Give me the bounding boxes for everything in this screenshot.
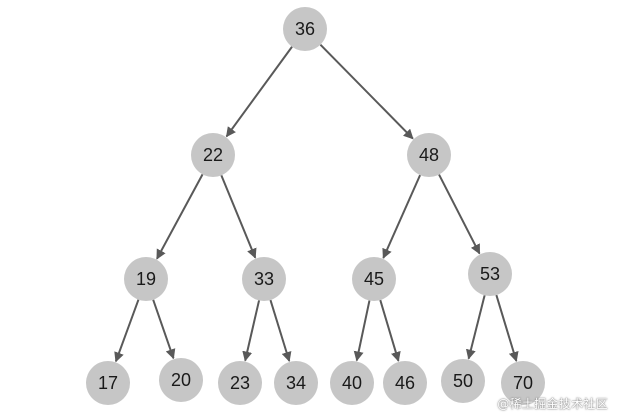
node-label: 50 xyxy=(453,371,473,391)
node-circle xyxy=(159,358,203,402)
nodes-layer: 36 22 48 19 33 45 53 17 20 23 34 40 46 50 70 xyxy=(86,7,545,405)
edge-22-to-33-arrow xyxy=(220,174,257,259)
node-label: 17 xyxy=(98,373,118,393)
edge-19-to-20-arrow xyxy=(152,299,176,360)
node-circle xyxy=(407,133,451,177)
node-circle xyxy=(283,7,327,51)
node-circle xyxy=(86,361,130,405)
edge-19-to-17-arrow xyxy=(114,299,140,363)
node-circle xyxy=(501,361,545,405)
edge-33-to-23-arrow xyxy=(242,300,261,362)
tree-node-70: 70 xyxy=(501,361,545,405)
node-label: 40 xyxy=(342,373,362,393)
tree-node-53: 53 xyxy=(468,252,512,296)
edge-45-to-46-arrow xyxy=(379,299,401,362)
tree-node-19: 19 xyxy=(124,257,168,301)
node-circle xyxy=(242,257,286,301)
tree-node-20: 20 xyxy=(159,358,203,402)
edge-53-to-50-arrow xyxy=(465,295,486,360)
edges-layer xyxy=(114,43,519,363)
node-circle xyxy=(352,257,396,301)
tree-node-46: 46 xyxy=(383,361,427,405)
node-label: 22 xyxy=(203,145,223,165)
node-circle xyxy=(274,361,318,405)
node-label: 70 xyxy=(513,373,533,393)
edge-53-to-70-arrow xyxy=(495,294,519,362)
tree-node-48: 48 xyxy=(407,133,451,177)
node-circle xyxy=(468,252,512,296)
edge-22-to-19-arrow xyxy=(156,173,204,260)
watermark-text: @稀土掘金技术社区 xyxy=(497,397,608,411)
node-circle xyxy=(191,133,235,177)
tree-node-34: 34 xyxy=(274,361,318,405)
edge-45-to-40-arrow xyxy=(353,300,371,362)
node-label: 46 xyxy=(395,373,415,393)
node-label: 20 xyxy=(171,370,191,390)
node-label: 23 xyxy=(230,373,250,393)
tree-node-45: 45 xyxy=(352,257,396,301)
node-label: 19 xyxy=(136,269,156,289)
node-circle xyxy=(218,361,262,405)
node-label: 33 xyxy=(254,269,274,289)
tree-node-40: 40 xyxy=(330,361,374,405)
node-circle xyxy=(441,359,485,403)
tree-node-17: 17 xyxy=(86,361,130,405)
node-circle xyxy=(124,257,168,301)
edge-48-to-53-arrow xyxy=(438,174,481,255)
node-label: 34 xyxy=(286,373,306,393)
tree-node-33: 33 xyxy=(242,257,286,301)
edge-36-to-48-arrow xyxy=(319,43,414,140)
node-label: 53 xyxy=(480,264,500,284)
node-label: 48 xyxy=(419,145,439,165)
tree-node-23: 23 xyxy=(218,361,262,405)
tree-node-22: 22 xyxy=(191,133,235,177)
tree-node-36: 36 xyxy=(283,7,327,51)
tree-node-50: 50 xyxy=(441,359,485,403)
node-circle xyxy=(383,361,427,405)
node-label: 45 xyxy=(364,269,384,289)
node-circle xyxy=(330,361,374,405)
node-label: 36 xyxy=(295,19,315,39)
edge-36-to-22-arrow xyxy=(225,46,293,138)
edge-33-to-34-arrow xyxy=(269,299,292,362)
edge-48-to-45-arrow xyxy=(382,174,421,259)
